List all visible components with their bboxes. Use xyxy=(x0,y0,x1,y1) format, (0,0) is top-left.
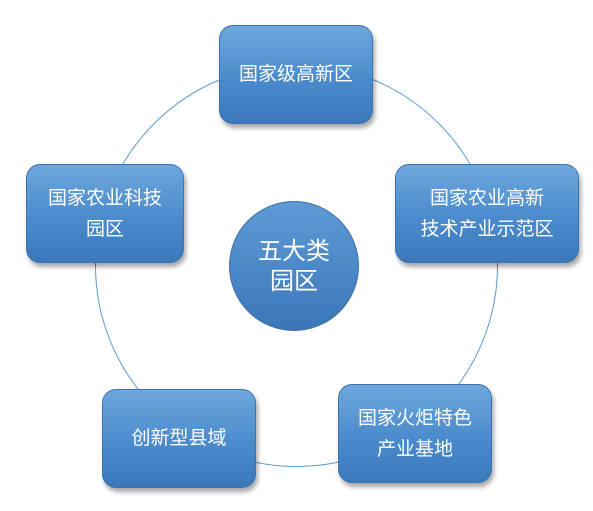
node-right-line-1: 国家农业高新 xyxy=(429,186,544,209)
node-right-line-2: 技术产业示范区 xyxy=(420,217,554,240)
node-left-line-1: 国家农业科技 xyxy=(47,186,162,209)
center-node-line-1: 五大类 xyxy=(258,237,330,265)
node-torch-industry-base: 国家火炬特色 产业基地 xyxy=(338,384,492,483)
node-left-line-2: 园区 xyxy=(85,217,124,240)
node-agri-high-tech-demo-zone: 国家农业高新 技术产业示范区 xyxy=(395,164,579,263)
node-innovative-county: 创新型县域 xyxy=(102,389,256,488)
node-bottom-right-line-1: 国家火炬特色 xyxy=(357,406,472,429)
node-top-line-1: 国家级高新区 xyxy=(238,63,353,85)
node-bottom-left-line-1: 创新型县域 xyxy=(131,427,227,449)
node-bottom-right-line-2: 产业基地 xyxy=(376,437,453,460)
center-node-line-2: 园区 xyxy=(270,267,318,295)
node-national-high-tech-zone: 国家级高新区 xyxy=(219,25,373,124)
center-node: 五大类 园区 xyxy=(229,201,359,331)
node-agri-sci-tech-park: 国家农业科技 园区 xyxy=(26,164,184,263)
